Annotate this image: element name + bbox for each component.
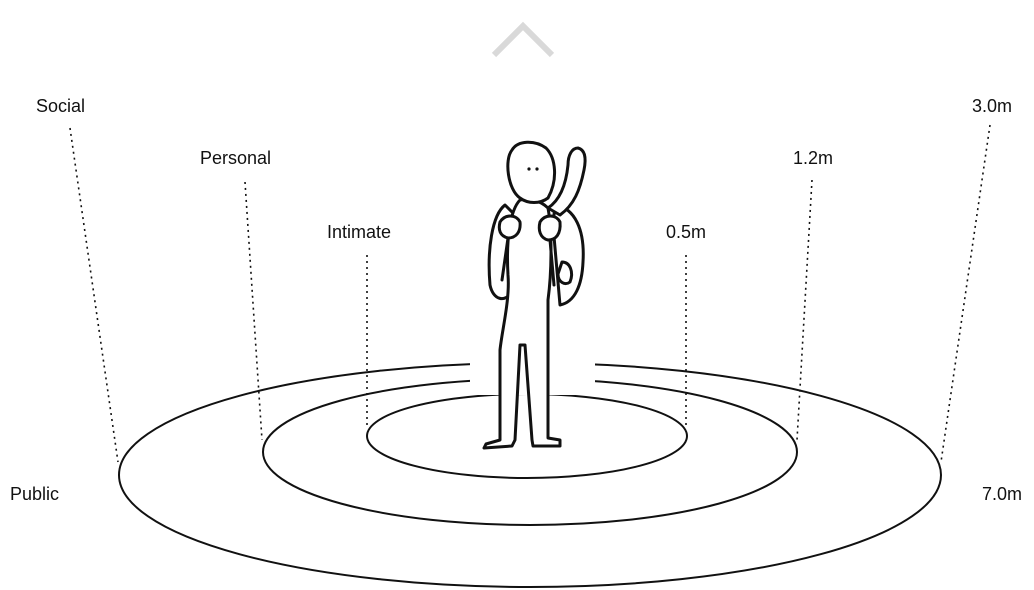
figure-eye-right xyxy=(535,167,538,170)
label-intimate: Intimate xyxy=(327,222,391,242)
leader-3-0m xyxy=(941,125,990,462)
label-personal: Personal xyxy=(200,148,271,168)
leader-1-2m xyxy=(797,180,812,440)
leader-social xyxy=(70,128,118,462)
figure-eye-left xyxy=(527,167,530,170)
label-distance-3-0m: 3.0m xyxy=(972,96,1012,116)
label-distance-7-0m: 7.0m xyxy=(982,484,1022,504)
label-distance-1-2m: 1.2m xyxy=(793,148,833,168)
person-with-backpack-icon xyxy=(484,142,585,448)
intimate-zone-ring xyxy=(367,394,687,478)
leader-personal xyxy=(245,182,262,440)
label-social: Social xyxy=(36,96,85,116)
label-distance-0-5m: 0.5m xyxy=(666,222,706,242)
figure-head xyxy=(508,142,555,202)
chevron-up-icon xyxy=(494,26,552,55)
label-public: Public xyxy=(10,484,59,504)
